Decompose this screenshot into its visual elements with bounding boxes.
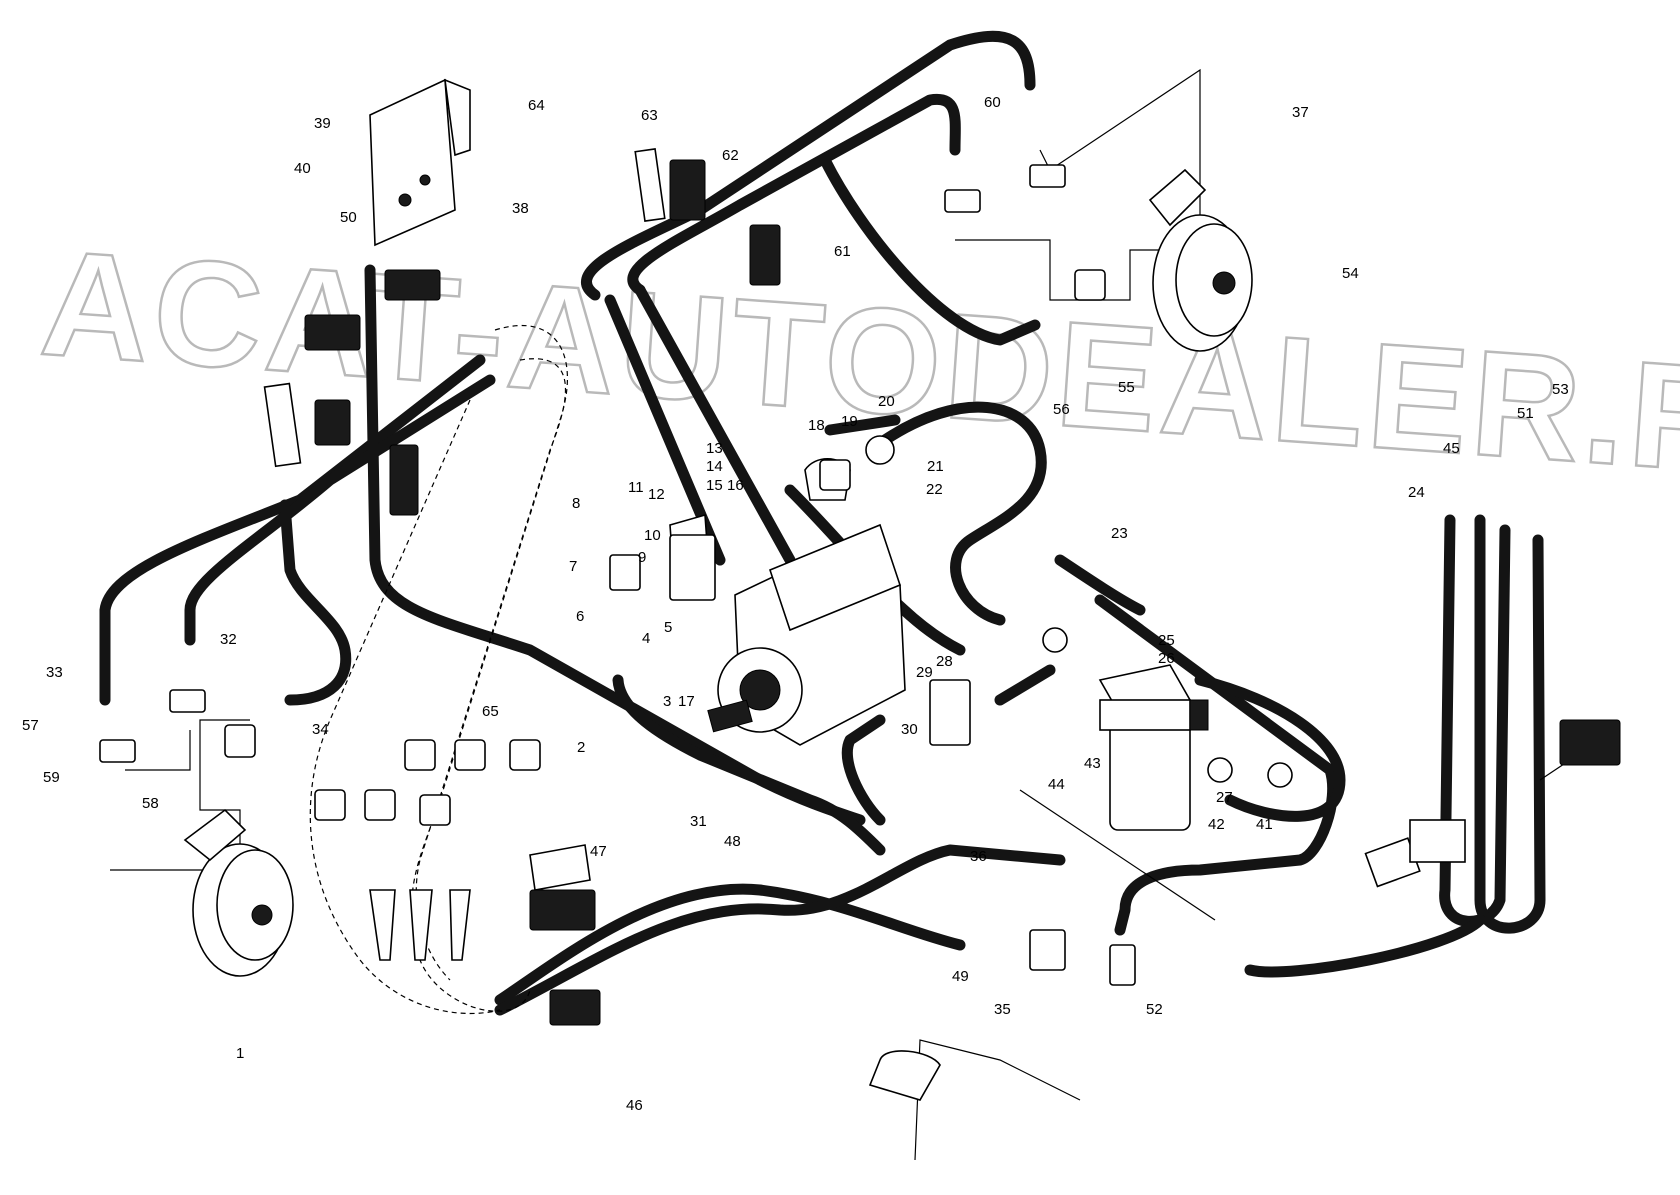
callout-21: 21 [927, 458, 944, 475]
callout-25: 25 [1158, 632, 1175, 649]
callout-53: 53 [1552, 381, 1569, 398]
callout-3: 3 [663, 693, 671, 710]
callout-28: 28 [936, 653, 953, 670]
callout-64: 64 [528, 97, 545, 114]
callout-40: 40 [294, 160, 311, 177]
callout-43: 43 [1084, 755, 1101, 772]
callout-8: 8 [572, 495, 580, 512]
callout-22: 22 [926, 481, 943, 498]
callout-36: 36 [970, 848, 987, 865]
callout-38: 38 [512, 200, 529, 217]
callout-7: 7 [569, 558, 577, 575]
pump-assembly [669, 457, 906, 746]
callout-labels: 1 2 3 17 4 5 6 7 8 9 10 11 12 13 14 15 1… [22, 94, 1569, 1114]
callout-19: 19 [841, 413, 858, 430]
callout-60: 60 [984, 94, 1001, 111]
callout-50: 50 [340, 209, 357, 226]
mounting-brackets [263, 78, 1466, 891]
callout-34: 34 [312, 721, 329, 738]
callout-57: 57 [22, 717, 39, 734]
hose-lines [99, 30, 1546, 1016]
callout-23: 23 [1111, 525, 1128, 542]
callout-42: 42 [1208, 816, 1225, 833]
callout-55: 55 [1118, 379, 1135, 396]
callout-20: 20 [878, 393, 895, 410]
callout-24: 24 [1408, 484, 1425, 501]
callout-37: 37 [1292, 104, 1309, 121]
callout-39: 39 [314, 115, 331, 132]
callout-9: 9 [638, 549, 646, 566]
callout-32: 32 [220, 631, 237, 648]
callout-41: 41 [1256, 816, 1273, 833]
callout-48: 48 [724, 833, 741, 850]
callout-35: 35 [994, 1001, 1011, 1018]
callout-2: 2 [577, 739, 585, 756]
callout-12: 12 [648, 486, 665, 503]
callout-26: 26 [1158, 650, 1175, 667]
callout-13: 13 [706, 440, 723, 457]
callout-31: 31 [690, 813, 707, 830]
callout-27: 27 [1216, 789, 1233, 806]
callout-47: 47 [590, 843, 607, 860]
callout-18: 18 [808, 417, 825, 434]
callout-52: 52 [1146, 1001, 1163, 1018]
callout-51: 51 [1517, 405, 1534, 422]
oil-filter [1098, 664, 1209, 831]
callout-30: 30 [901, 721, 918, 738]
callout-45: 45 [1443, 440, 1460, 457]
callout-6: 6 [576, 608, 584, 625]
callout-65: 65 [482, 703, 499, 720]
callout-33: 33 [46, 664, 63, 681]
wheel-motor-right [1148, 168, 1253, 352]
callout-10: 10 [644, 527, 661, 544]
callout-1: 1 [236, 1045, 244, 1062]
callout-62: 62 [722, 147, 739, 164]
callout-15: 15 [706, 477, 723, 494]
callout-4: 4 [642, 630, 650, 647]
callout-54: 54 [1342, 265, 1359, 282]
callout-56: 56 [1053, 401, 1070, 418]
callout-46: 46 [626, 1097, 643, 1114]
wheel-motor-left [183, 808, 294, 977]
callout-58: 58 [142, 795, 159, 812]
callout-44: 44 [1048, 776, 1065, 793]
callout-49: 49 [952, 968, 969, 985]
callout-63: 63 [641, 107, 658, 124]
watermark: ACAT-AUTODEALER.RU [36, 218, 1680, 512]
fittings [99, 164, 1293, 1101]
callout-14: 14 [706, 458, 723, 475]
callout-16: 16 [727, 477, 744, 494]
hose-clamps [304, 159, 1621, 1026]
callout-59: 59 [43, 769, 60, 786]
callout-11: 11 [628, 479, 644, 496]
callout-5: 5 [664, 619, 672, 636]
callout-61: 61 [834, 243, 851, 260]
callout-17: 17 [678, 693, 695, 710]
callout-29: 29 [916, 664, 933, 681]
